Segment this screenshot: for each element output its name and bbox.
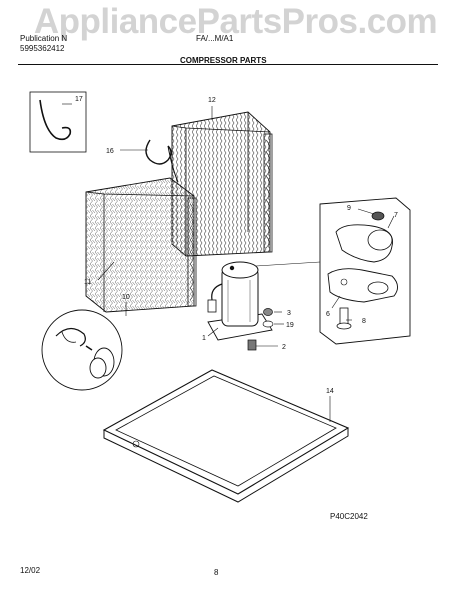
callout-16: 16 (106, 148, 114, 155)
callout-14: 14 (326, 388, 334, 395)
leader-lines (97, 106, 395, 422)
part-17-inset (29, 91, 87, 153)
inset-leader (255, 261, 321, 267)
publication-number: 5995362412 (20, 44, 65, 53)
clamp-circle-inset (41, 309, 123, 391)
callout-1: 1 (202, 335, 206, 342)
terminal-cover-inset (319, 197, 411, 345)
watermark-logo: AppliancePartsPros.com (33, 2, 438, 41)
diagram-code: P40C2042 (330, 512, 368, 521)
callout-6: 6 (326, 311, 330, 318)
callout-17: 17 (75, 96, 83, 103)
grommet-parts (247, 308, 274, 351)
publication-label: Publication N (20, 34, 68, 43)
part-16-tube (145, 139, 179, 183)
callout-10: 10 (122, 294, 130, 301)
evaporator-coil-lower (85, 177, 197, 313)
callout-12: 12 (208, 97, 216, 104)
footer-date: 12/02 (20, 566, 41, 575)
callout-8: 8 (362, 318, 366, 325)
compressor (207, 261, 273, 341)
header-rule (18, 64, 438, 65)
callout-2: 2 (282, 344, 286, 351)
callout-9: 9 (347, 205, 351, 212)
callout-7: 7 (394, 212, 398, 219)
callout-11: 11 (84, 279, 91, 286)
base-pan (102, 369, 350, 503)
callout-3: 3 (287, 310, 291, 317)
section-title: COMPRESSOR PARTS (180, 56, 267, 65)
page-number: 8 (214, 568, 219, 577)
model-number: FA/...M/A1 (196, 34, 234, 43)
callout-19: 19 (286, 322, 294, 329)
